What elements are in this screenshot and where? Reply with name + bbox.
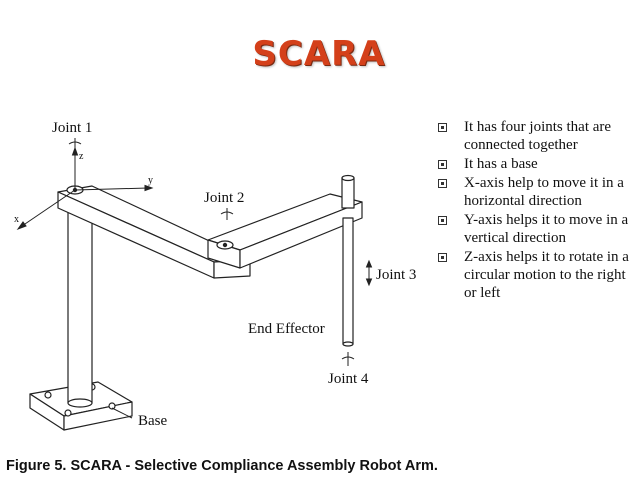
bullet-text: It has a base — [464, 156, 538, 172]
square-bullet-icon — [438, 160, 447, 169]
square-bullet-icon — [438, 253, 447, 262]
bullet-text: X-axis help to move it in a horizontal d… — [464, 175, 624, 209]
bullet-item: Z-axis helps it to rotate in a circular … — [432, 248, 632, 302]
figure-caption: Figure 5. SCARA - Selective Compliance A… — [6, 458, 438, 474]
bullet-item: It has four joints that are connected to… — [432, 118, 632, 154]
square-bullet-icon — [438, 123, 447, 132]
bullet-item: Y-axis helps it to move in a vertical di… — [432, 211, 632, 247]
bullet-text: Y-axis helps it to move in a vertical di… — [464, 212, 629, 246]
scara-figure: Joint 1 Joint 2 Joint 3 End Effector Joi… — [0, 112, 430, 462]
end-effector-label: End Effector — [248, 321, 325, 337]
bullet-item: X-axis help to move it in a horizontal d… — [432, 174, 632, 210]
bullet-text: Z-axis helps it to rotate in a circular … — [464, 249, 629, 301]
bullet-item: It has a base — [432, 155, 632, 173]
joint-2-label: Joint 2 — [204, 190, 245, 206]
joint-3-label: Joint 3 — [376, 267, 417, 283]
square-bullet-icon — [438, 216, 447, 225]
joint-1-label: Joint 1 — [52, 120, 93, 136]
axis-y-label: y — [148, 175, 153, 186]
scara-robot-drawing — [16, 138, 373, 431]
square-bullet-icon — [438, 179, 447, 188]
joint-4-label: Joint 4 — [328, 371, 369, 387]
slide-title: SCARA — [252, 34, 386, 74]
bullet-text: It has four joints that are connected to… — [464, 119, 612, 153]
bullet-list: It has four joints that are connected to… — [432, 118, 632, 303]
base-label: Base — [138, 413, 168, 429]
axis-z-label: z — [79, 151, 84, 162]
axis-x-label: x — [14, 214, 19, 225]
